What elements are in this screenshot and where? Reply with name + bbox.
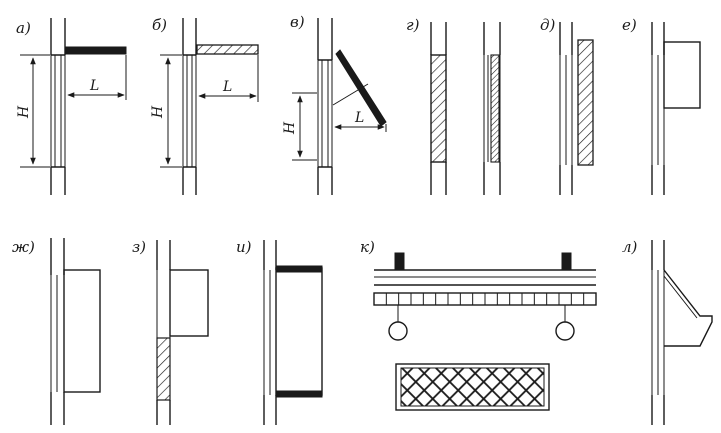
- panel-zh: ж): [12, 238, 101, 425]
- lattice-panel-frame-k: [395, 363, 550, 411]
- wall-l: [651, 240, 665, 425]
- hatched-lower-blind-z: [156, 337, 171, 401]
- dimension-label-length-v: L: [354, 110, 364, 126]
- panel-label-d: д): [540, 16, 556, 34]
- dimension-label-height-a: H: [16, 105, 32, 119]
- panel-g: г): [406, 16, 501, 195]
- hatched-canopy-b: [196, 44, 259, 55]
- roller-left-k: [388, 321, 408, 341]
- panel-e: е): [622, 16, 701, 195]
- panel-v: в) H L: [282, 13, 387, 195]
- box-visor-z: [169, 269, 209, 337]
- dimension-length-v: [334, 124, 387, 132]
- wall-a: [50, 18, 66, 195]
- panel-k: к): [360, 238, 597, 411]
- panel-label-l: л): [622, 238, 638, 256]
- box-screen-zh: [63, 269, 101, 393]
- external-hatched-screen-d: [577, 39, 594, 166]
- panel-label-z: з): [132, 238, 146, 256]
- dimension-length-b: [198, 55, 259, 102]
- box-screen-i: [275, 267, 323, 396]
- panel-label-k: к): [360, 238, 375, 256]
- wall-b: [182, 18, 197, 195]
- bottom-plate-i: [275, 390, 323, 398]
- louver-grille-k: [373, 292, 597, 306]
- visor-inner-edge-l: [663, 275, 698, 319]
- panel-d: д): [540, 16, 594, 195]
- hatched-blind-g-right: [490, 54, 500, 163]
- panel-label-i: и): [236, 238, 252, 256]
- dimension-height-b: [160, 54, 182, 168]
- horizontal-canopy-a: [65, 46, 127, 55]
- wall-d: [559, 22, 573, 195]
- wall-g-left: [430, 22, 447, 195]
- panel-b: б) H L: [150, 16, 259, 195]
- hatched-blind-g-left: [430, 54, 447, 163]
- wall-i: [263, 240, 277, 425]
- panel-label-zh: ж): [12, 238, 35, 256]
- dimension-label-length-b: L: [222, 79, 232, 95]
- wall-v: [317, 18, 333, 195]
- post-left-k: [394, 252, 405, 270]
- panel-z: з): [132, 238, 209, 425]
- roller-right-k: [555, 321, 575, 341]
- panel-label-v: в): [290, 13, 305, 31]
- dimension-label-height-v: H: [282, 121, 298, 135]
- panel-i: и): [236, 238, 323, 425]
- canopy-strut-v: [332, 83, 369, 106]
- panel-label-e: е): [622, 16, 637, 34]
- post-right-k: [561, 252, 572, 270]
- dimension-height-a: [20, 54, 50, 168]
- panel-l: л): [622, 238, 713, 425]
- dimension-height-v: [292, 92, 317, 161]
- beam-k: [374, 269, 596, 286]
- wall-g-right: [483, 22, 501, 195]
- wall-zh: [50, 238, 65, 425]
- wall-e: [651, 22, 665, 195]
- dimension-label-height-b: H: [150, 105, 166, 119]
- inclined-visor-l: [663, 269, 713, 347]
- panel-label-b: б): [152, 16, 167, 34]
- panel-label-g: г): [406, 16, 420, 34]
- panel-a: а) H L: [16, 18, 127, 195]
- dimension-length-a: [67, 55, 127, 100]
- dimension-label-length-a: L: [89, 78, 99, 94]
- box-visor-e: [663, 41, 701, 109]
- panel-label-a: а): [16, 19, 31, 37]
- lattice-panel-k: [400, 367, 545, 407]
- top-plate-i: [275, 265, 323, 273]
